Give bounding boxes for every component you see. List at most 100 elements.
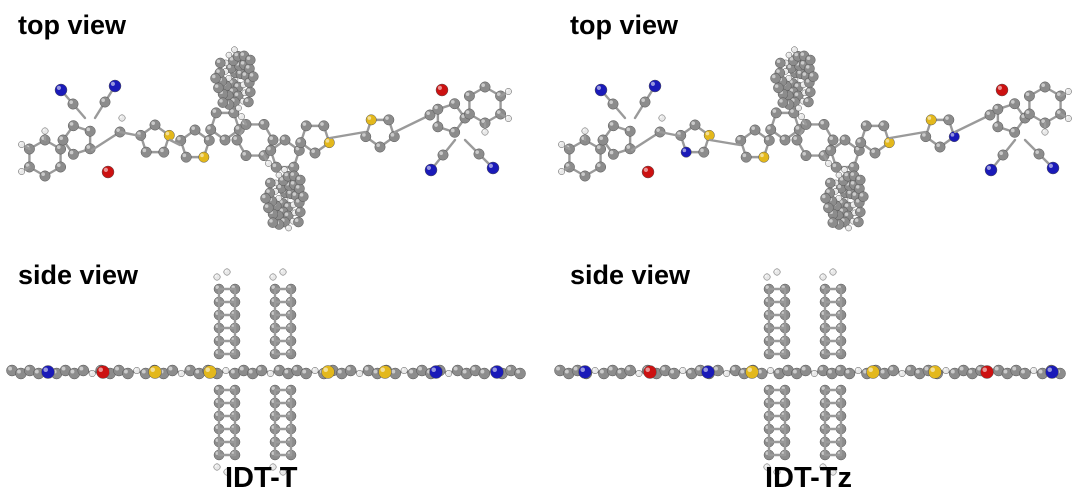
idt-tz-top-view-model [558, 46, 1072, 232]
hydrogen-atom [773, 268, 781, 276]
hydrogen-atom [222, 367, 230, 374]
top-view-label: top view [570, 10, 679, 40]
hydrogen-atom [41, 127, 49, 135]
molecule-name-idt-t: IDT-T [225, 462, 298, 494]
bond [393, 113, 432, 134]
hydrogen-atom [481, 128, 489, 136]
carbon-atom [248, 71, 259, 82]
sulfur-atom [703, 129, 715, 141]
hydrogen-atom [825, 159, 832, 167]
oxygen-atom [641, 165, 655, 179]
hydrogen-atom [356, 370, 364, 377]
carbon-atom [855, 137, 867, 149]
carbon-atom [265, 144, 277, 156]
carbon-atom [827, 134, 839, 146]
carbon-atom [763, 134, 775, 146]
carbon-atom [1019, 367, 1031, 380]
hydrogen-atom [767, 367, 774, 374]
carbon-atom [219, 134, 231, 146]
carbon-atom [775, 57, 786, 69]
carbon-atom [843, 367, 856, 380]
carbon-atom [770, 73, 781, 84]
oxygen-atom [980, 365, 994, 379]
carbon-atom [855, 206, 866, 218]
carbon-atom [820, 193, 831, 204]
carbon-atom [777, 97, 789, 108]
carbon-atom [300, 120, 312, 132]
carbon-atom [698, 146, 710, 158]
hydrogen-atom [798, 113, 805, 121]
idt-t-top-view-model [18, 46, 512, 232]
hydrogen-atom [723, 370, 731, 377]
hydrogen-atom [810, 370, 818, 377]
carbon-atom [579, 170, 591, 182]
hydrogen-atom [311, 367, 319, 374]
carbon-atom [122, 367, 134, 380]
carbon-atom [607, 120, 619, 132]
carbon-atom [77, 364, 90, 377]
hydrogen-atom [942, 367, 950, 374]
carbon-atom [825, 177, 836, 189]
hydrogen-atom [213, 463, 221, 471]
carbon-atom [295, 206, 306, 218]
carbon-atom [668, 367, 680, 380]
carbon-atom [432, 103, 444, 115]
carbon-atom [57, 134, 69, 146]
hydrogen-atom [679, 367, 687, 374]
carbon-atom [689, 119, 701, 131]
nitrogen-atom [54, 83, 68, 97]
carbon-atom [270, 161, 282, 173]
side-view-label: side view [18, 260, 139, 290]
hydrogen-atom [658, 114, 666, 122]
carbon-atom [263, 202, 274, 214]
carbon-atom [210, 107, 222, 119]
carbon-atom [298, 191, 309, 202]
carbon-atom [779, 134, 791, 146]
sulfur-atom [321, 365, 335, 379]
carbon-atom [205, 124, 217, 136]
carbon-atom [878, 120, 890, 132]
hydrogen-atom [558, 168, 566, 175]
oxygen-atom [96, 365, 110, 379]
hydrogen-atom [445, 370, 453, 377]
carbon-atom [825, 144, 837, 156]
hydrogen-atom [1030, 367, 1038, 374]
side-view-label: side view [570, 260, 691, 290]
hydrogen-atom [18, 168, 26, 175]
hydrogen-atom [819, 273, 827, 281]
carbon-atom [992, 121, 1004, 133]
carbon-atom [624, 364, 636, 377]
carbon-atom [67, 148, 79, 160]
carbon-atom [258, 118, 270, 130]
carbon-atom [765, 124, 777, 136]
nitrogen-atom [578, 365, 592, 379]
carbon-atom [449, 98, 461, 110]
carbon-atom [39, 170, 51, 182]
carbon-atom [279, 134, 291, 146]
carbon-atom [934, 141, 946, 153]
carbon-atom [740, 151, 752, 163]
carbon-atom [595, 143, 607, 155]
hydrogen-atom [635, 370, 643, 377]
top-view-label: top view [18, 10, 127, 40]
carbon-atom [799, 364, 812, 377]
hydrogen-atom [591, 367, 599, 374]
carbon-atom [166, 364, 179, 377]
hydrogen-atom [581, 127, 589, 135]
sulfur-atom [925, 114, 937, 126]
carbon-atom [805, 54, 816, 66]
carbon-atom [388, 131, 400, 143]
nitrogen-atom [1046, 161, 1060, 175]
oxygen-atom [101, 165, 115, 179]
oxygen-atom [435, 83, 449, 97]
nitrogen-atom [648, 79, 662, 93]
carbon-atom [158, 146, 170, 158]
panel-idt-tz: top view side view IDT-Tz [540, 0, 1077, 499]
carbon-atom [255, 364, 268, 377]
hydrogen-atom [898, 370, 906, 377]
idt-tz-side-view-model [554, 268, 1066, 476]
carbon-atom [245, 54, 256, 66]
carbon-atom [595, 161, 607, 173]
hydrogen-atom [785, 51, 793, 59]
carbon-atom [84, 125, 96, 137]
